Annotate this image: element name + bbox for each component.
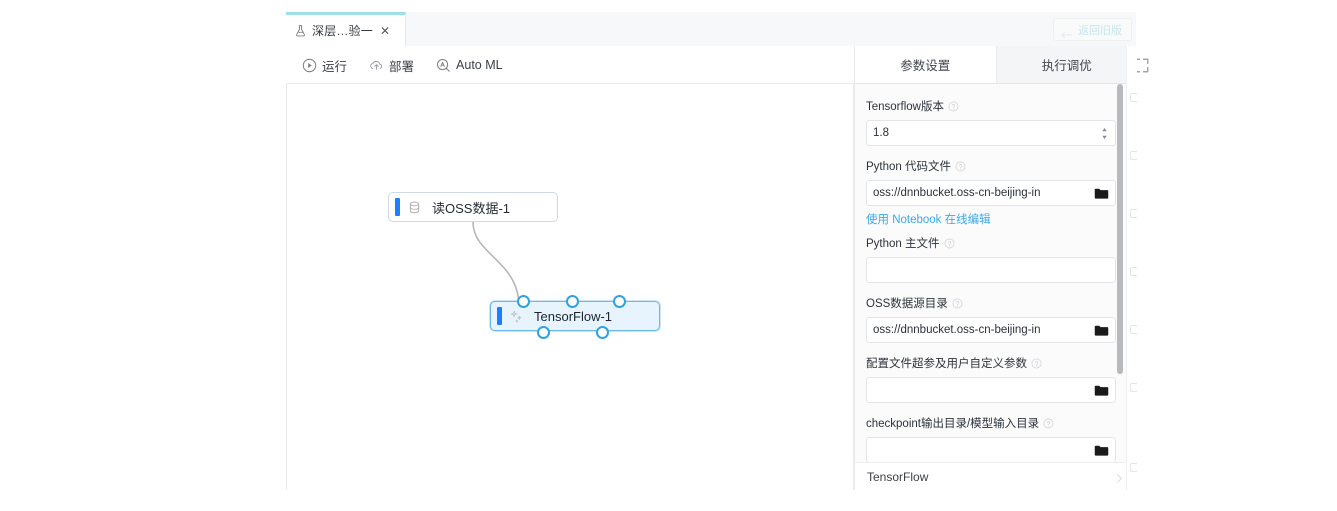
- node-read-oss-data[interactable]: 读OSS数据-1: [388, 192, 558, 222]
- node-label: 读OSS数据-1: [432, 200, 511, 216]
- panel-footer-label: TensorFlow: [867, 469, 929, 484]
- tab-label: 深层…验一: [312, 24, 374, 38]
- node-port-bottom-1[interactable]: [537, 326, 550, 339]
- pipeline-canvas[interactable]: 读OSS数据-1 TensorFlow-1: [286, 84, 854, 490]
- tab-strip: 深层…验一 ✕ 返回旧版: [286, 12, 1136, 47]
- field-config-hyperparams: 配置文件超参及用户自定义参数: [866, 355, 1116, 403]
- deploy-button[interactable]: 部署: [369, 56, 414, 75]
- node-port-top-3[interactable]: [613, 295, 626, 308]
- tensorflow-version-value: 1.8: [873, 127, 889, 139]
- auto-ml-search-icon: [436, 58, 451, 73]
- field-label: OSS数据源目录: [866, 295, 1116, 311]
- panel-tab-bar: 参数设置 执行调优: [855, 46, 1137, 84]
- node-tensorflow[interactable]: TensorFlow-1: [490, 295, 660, 339]
- field-label: Python 代码文件: [866, 158, 1116, 174]
- panel-scrollbar-track[interactable]: [1117, 84, 1123, 460]
- stepper-icon: [1101, 127, 1108, 140]
- clipped-item: [1130, 267, 1137, 276]
- node-accent-bar: [497, 307, 502, 325]
- clipped-side-panel: [1126, 46, 1137, 490]
- folder-icon[interactable]: [1094, 384, 1109, 397]
- help-icon[interactable]: [944, 238, 955, 249]
- field-oss-data-source-dir: OSS数据源目录 oss://dnnbucket.oss-cn-beijing-…: [866, 295, 1116, 343]
- deploy-label: 部署: [389, 59, 415, 74]
- field-label: 配置文件超参及用户自定义参数: [866, 355, 1116, 371]
- field-label-text: Tensorflow版本: [866, 101, 944, 113]
- field-label-text: 配置文件超参及用户自定义参数: [866, 358, 1027, 370]
- toolbar-actions: 运行 部署 Aut: [302, 46, 503, 84]
- tab-parameter-settings-label: 参数设置: [900, 59, 951, 73]
- field-label: Python 主文件: [866, 235, 1116, 251]
- clipped-item: [1130, 383, 1137, 392]
- clipped-item: [1130, 325, 1137, 334]
- config-hyperparams-input[interactable]: [866, 377, 1116, 403]
- clipped-item: [1130, 209, 1137, 218]
- help-icon[interactable]: [1031, 358, 1042, 369]
- clipped-item: [1130, 463, 1137, 472]
- node-port-bottom-2[interactable]: [596, 326, 609, 339]
- panel-form: Tensorflow版本 1.8: [855, 84, 1137, 466]
- tab-execution-tuning-label: 执行调优: [1041, 59, 1092, 73]
- database-icon: [407, 200, 422, 215]
- flask-icon: [294, 24, 307, 38]
- python-code-file-input[interactable]: oss://dnnbucket.oss-cn-beijing-in: [866, 180, 1116, 206]
- chevron-right-icon: [1114, 471, 1125, 483]
- tab-experiment[interactable]: 深层…验一 ✕: [286, 12, 406, 46]
- folder-icon[interactable]: [1094, 444, 1109, 457]
- oss-data-source-dir-value: oss://dnnbucket.oss-cn-beijing-in: [873, 324, 1041, 336]
- folder-icon[interactable]: [1094, 324, 1109, 337]
- field-python-code-file: Python 代码文件 oss://dnnbucket.oss-cn-beiji…: [866, 158, 1116, 227]
- field-label-text: Python 代码文件: [866, 161, 951, 173]
- python-main-file-input[interactable]: [866, 257, 1116, 283]
- node-port-top-2[interactable]: [566, 295, 579, 308]
- auto-ml-button[interactable]: Auto ML: [436, 58, 503, 73]
- tensorflow-version-select[interactable]: 1.8: [866, 120, 1116, 146]
- node-port-top-1[interactable]: [517, 295, 530, 308]
- clipped-item: [1130, 93, 1137, 102]
- cloud-upload-icon: [369, 58, 384, 73]
- field-label-text: Python 主文件: [866, 238, 940, 250]
- panel-footer-breadcrumb[interactable]: TensorFlow: [855, 462, 1137, 490]
- field-tensorflow-version: Tensorflow版本 1.8: [866, 98, 1116, 146]
- help-icon[interactable]: [955, 161, 966, 172]
- help-icon[interactable]: [948, 101, 959, 112]
- field-label-text: OSS数据源目录: [866, 298, 948, 310]
- node-label: TensorFlow-1: [534, 308, 613, 324]
- notebook-edit-link[interactable]: 使用 Notebook 在线编辑: [866, 214, 991, 226]
- help-icon[interactable]: [952, 298, 963, 309]
- field-label: Tensorflow版本: [866, 98, 1116, 114]
- clipped-item: [1130, 151, 1137, 160]
- field-checkpoint-dir: checkpoint输出目录/模型输入目录: [866, 415, 1116, 463]
- pipeline-edges: [472, 221, 520, 303]
- close-icon[interactable]: ✕: [380, 23, 391, 38]
- python-code-file-value: oss://dnnbucket.oss-cn-beijing-in: [873, 187, 1041, 199]
- return-to-legacy-button[interactable]: 返回旧版: [1053, 18, 1132, 41]
- node-accent-bar: [395, 198, 400, 216]
- sparkle-icon: [509, 309, 524, 324]
- field-label-text: checkpoint输出目录/模型输入目录: [866, 418, 1040, 430]
- oss-data-source-dir-input[interactable]: oss://dnnbucket.oss-cn-beijing-in: [866, 317, 1116, 343]
- return-to-legacy-label: 返回旧版: [1078, 24, 1122, 37]
- tab-parameter-settings[interactable]: 参数设置: [855, 46, 996, 83]
- auto-ml-label: Auto ML: [456, 58, 503, 72]
- help-icon[interactable]: [1043, 418, 1054, 429]
- panel-scrollbar-thumb[interactable]: [1117, 84, 1123, 374]
- field-python-main-file: Python 主文件: [866, 235, 1116, 283]
- back-arrow-icon: [1060, 26, 1073, 38]
- field-label: checkpoint输出目录/模型输入目录: [866, 415, 1116, 431]
- folder-icon[interactable]: [1094, 187, 1109, 200]
- run-button[interactable]: 运行: [302, 56, 347, 75]
- play-circle-icon: [302, 58, 317, 73]
- run-label: 运行: [322, 59, 348, 74]
- tab-execution-tuning[interactable]: 执行调优: [995, 46, 1137, 83]
- properties-panel: 参数设置 执行调优 Tensorflow版本: [854, 46, 1137, 490]
- checkpoint-dir-input[interactable]: [866, 437, 1116, 463]
